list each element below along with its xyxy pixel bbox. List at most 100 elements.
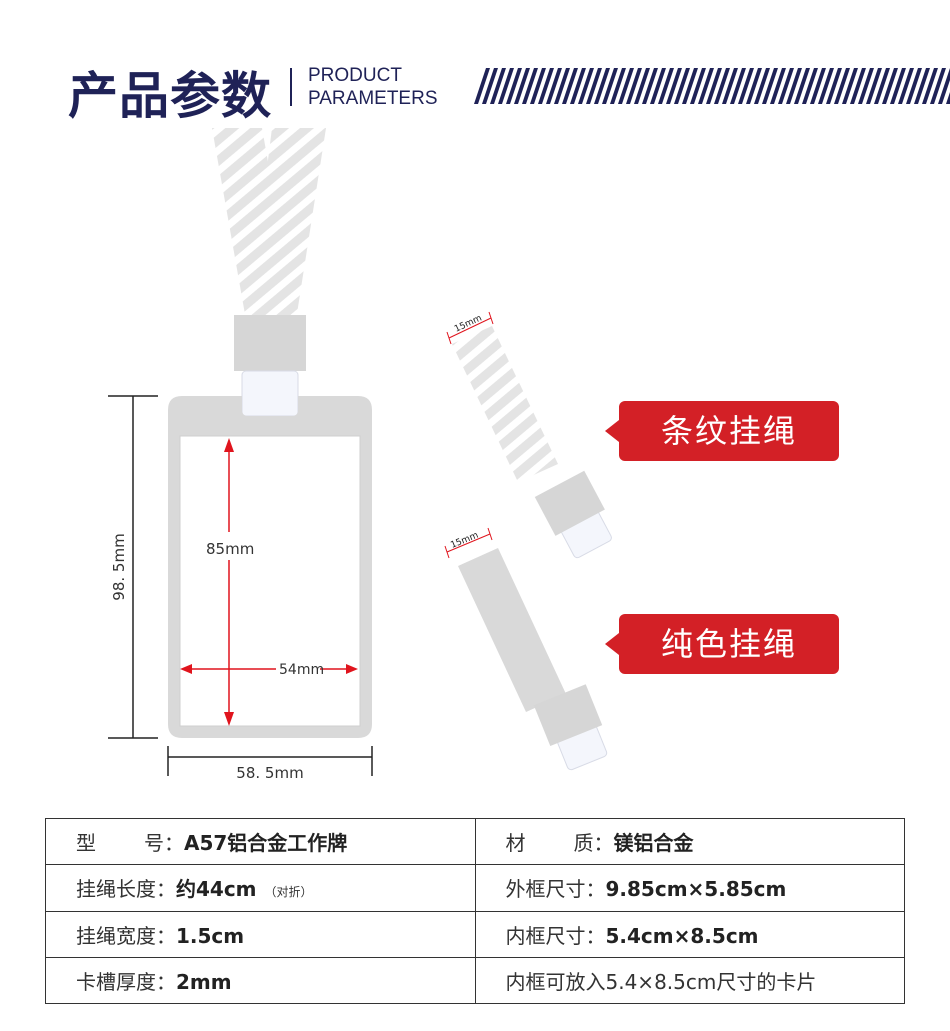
- spec-value: 约44cm: [176, 877, 257, 902]
- stripe-mark: [490, 68, 506, 104]
- stripe-mark: [914, 68, 930, 104]
- table-row: 卡槽厚度：2mm 内框可放入5.4×8.5cm尺寸的卡片: [45, 956, 905, 1005]
- stripe-mark: [530, 68, 546, 104]
- title-divider: [290, 68, 292, 106]
- stripe-mark: [570, 68, 586, 104]
- stripe-mark: [690, 68, 706, 104]
- outer-width-dimension: [167, 746, 373, 776]
- spec-cell: 内框可放入5.4×8.5cm尺寸的卡片: [474, 956, 905, 1005]
- stripe-mark: [634, 68, 650, 104]
- spec-label: 挂绳宽度：: [76, 923, 176, 948]
- lanyard-strap: [212, 128, 326, 320]
- spec-label: 型: [76, 831, 96, 856]
- stripe-mark: [842, 68, 858, 104]
- stripe-mark: [698, 68, 714, 104]
- badge-frame: [168, 396, 372, 738]
- stripe-mark: [610, 68, 626, 104]
- stripe-mark: [642, 68, 658, 104]
- spec-label: 质：: [573, 831, 614, 856]
- outer-width-label: 58. 5mm: [236, 764, 303, 782]
- plain-lanyard-tag: 纯色挂绳: [605, 614, 839, 674]
- spec-table: 型 号：A57铝合金工作牌 材 质：镁铝合金 挂绳长度：约44cm （对折） 外框尺寸…: [45, 817, 905, 1005]
- stripe-mark: [506, 68, 522, 104]
- stripe-mark: [674, 68, 690, 104]
- stripe-mark: [866, 68, 882, 104]
- plain-strap-width-label: 15mm: [449, 531, 480, 551]
- striped-strap-width-label: 15mm: [453, 313, 484, 334]
- stripe-mark: [818, 68, 834, 104]
- spec-value: 1.5cm: [176, 923, 245, 948]
- stripe-mark: [514, 68, 530, 104]
- stripe-mark: [746, 68, 762, 104]
- outer-height-dimension: [108, 395, 158, 739]
- stripe-mark: [778, 68, 794, 104]
- table-row: 挂绳宽度：1.5cm 内框尺寸：5.4cm×8.5cm: [45, 910, 905, 958]
- decorative-stripes: [474, 68, 950, 104]
- stripe-mark: [474, 68, 490, 104]
- stripe-mark: [562, 68, 578, 104]
- stripe-mark: [650, 68, 666, 104]
- strap-buckle: [234, 315, 306, 371]
- stripe-mark: [586, 68, 602, 104]
- stripe-mark: [898, 68, 914, 104]
- stripe-mark: [618, 68, 634, 104]
- table-row: 型 号：A57铝合金工作牌 材 质：镁铝合金: [45, 817, 905, 866]
- stripe-mark: [938, 68, 950, 104]
- stripe-mark: [522, 68, 538, 104]
- table-row: 挂绳长度：约44cm（对折） 外框尺寸：9.85cm×5.85cm: [45, 864, 905, 912]
- stripe-mark: [578, 68, 594, 104]
- stripe-mark: [706, 68, 722, 104]
- subtitle-line-1: PRODUCT: [308, 65, 402, 86]
- spec-label: 挂绳长度：: [76, 877, 176, 902]
- inner-height-label: 85mm: [206, 540, 254, 558]
- spec-note: （对折）: [264, 885, 313, 900]
- spec-value: 5.4cm×8.5cm: [605, 923, 759, 948]
- stripe-mark: [722, 68, 738, 104]
- striped-lanyard-tag: 条纹挂绳: [605, 401, 839, 461]
- product-diagram: 85mm 54mm 98. 5mm 58. 5mm 15mm: [108, 128, 612, 782]
- stripe-mark: [658, 68, 674, 104]
- stripe-mark: [770, 68, 786, 104]
- spec-cell: 型 号：A57铝合金工作牌: [45, 817, 476, 866]
- stripe-mark: [682, 68, 698, 104]
- striped-strap-sample: 15mm: [446, 311, 612, 559]
- spec-value: A57铝合金工作牌: [184, 831, 348, 856]
- stripe-mark: [834, 68, 850, 104]
- stripe-mark: [546, 68, 562, 104]
- stripe-mark: [714, 68, 730, 104]
- spec-cell: 材 质：镁铝合金: [474, 817, 905, 866]
- stripe-mark: [810, 68, 826, 104]
- stripe-mark: [874, 68, 890, 104]
- outer-height-label: 98. 5mm: [110, 533, 128, 600]
- stripe-mark: [594, 68, 610, 104]
- page-subtitle: PRODUCT PARAMETERS: [308, 64, 438, 110]
- spec-label: 卡槽厚度：: [76, 969, 176, 994]
- spec-label: 内框尺寸：: [505, 923, 606, 948]
- spec-label: 材: [505, 831, 526, 856]
- stripe-mark: [482, 68, 498, 104]
- stripe-mark: [762, 68, 778, 104]
- clip-tab: [241, 370, 299, 417]
- stripe-mark: [922, 68, 938, 104]
- stripe-mark: [850, 68, 866, 104]
- inner-width-dimension: [180, 664, 358, 674]
- stripe-mark: [802, 68, 818, 104]
- stripe-mark: [730, 68, 746, 104]
- spec-cell: 内框尺寸：5.4cm×8.5cm: [474, 910, 905, 958]
- stripe-mark: [826, 68, 842, 104]
- stripe-mark: [626, 68, 642, 104]
- stripe-mark: [890, 68, 906, 104]
- stripe-mark: [738, 68, 754, 104]
- page-title: 产品参数: [68, 67, 272, 125]
- spec-label: 号：: [144, 831, 184, 856]
- stripe-mark: [602, 68, 618, 104]
- stripe-mark: [554, 68, 570, 104]
- striped-strap-buckle: [534, 470, 605, 536]
- spec-label: 外框尺寸：: [505, 877, 606, 902]
- stripe-mark: [786, 68, 802, 104]
- stripe-mark: [498, 68, 514, 104]
- subtitle-line-2: PARAMETERS: [308, 88, 438, 109]
- badge-inner-window: [179, 435, 361, 727]
- spec-value: 镁铝合金: [613, 831, 694, 856]
- inner-height-dimension: [224, 438, 234, 726]
